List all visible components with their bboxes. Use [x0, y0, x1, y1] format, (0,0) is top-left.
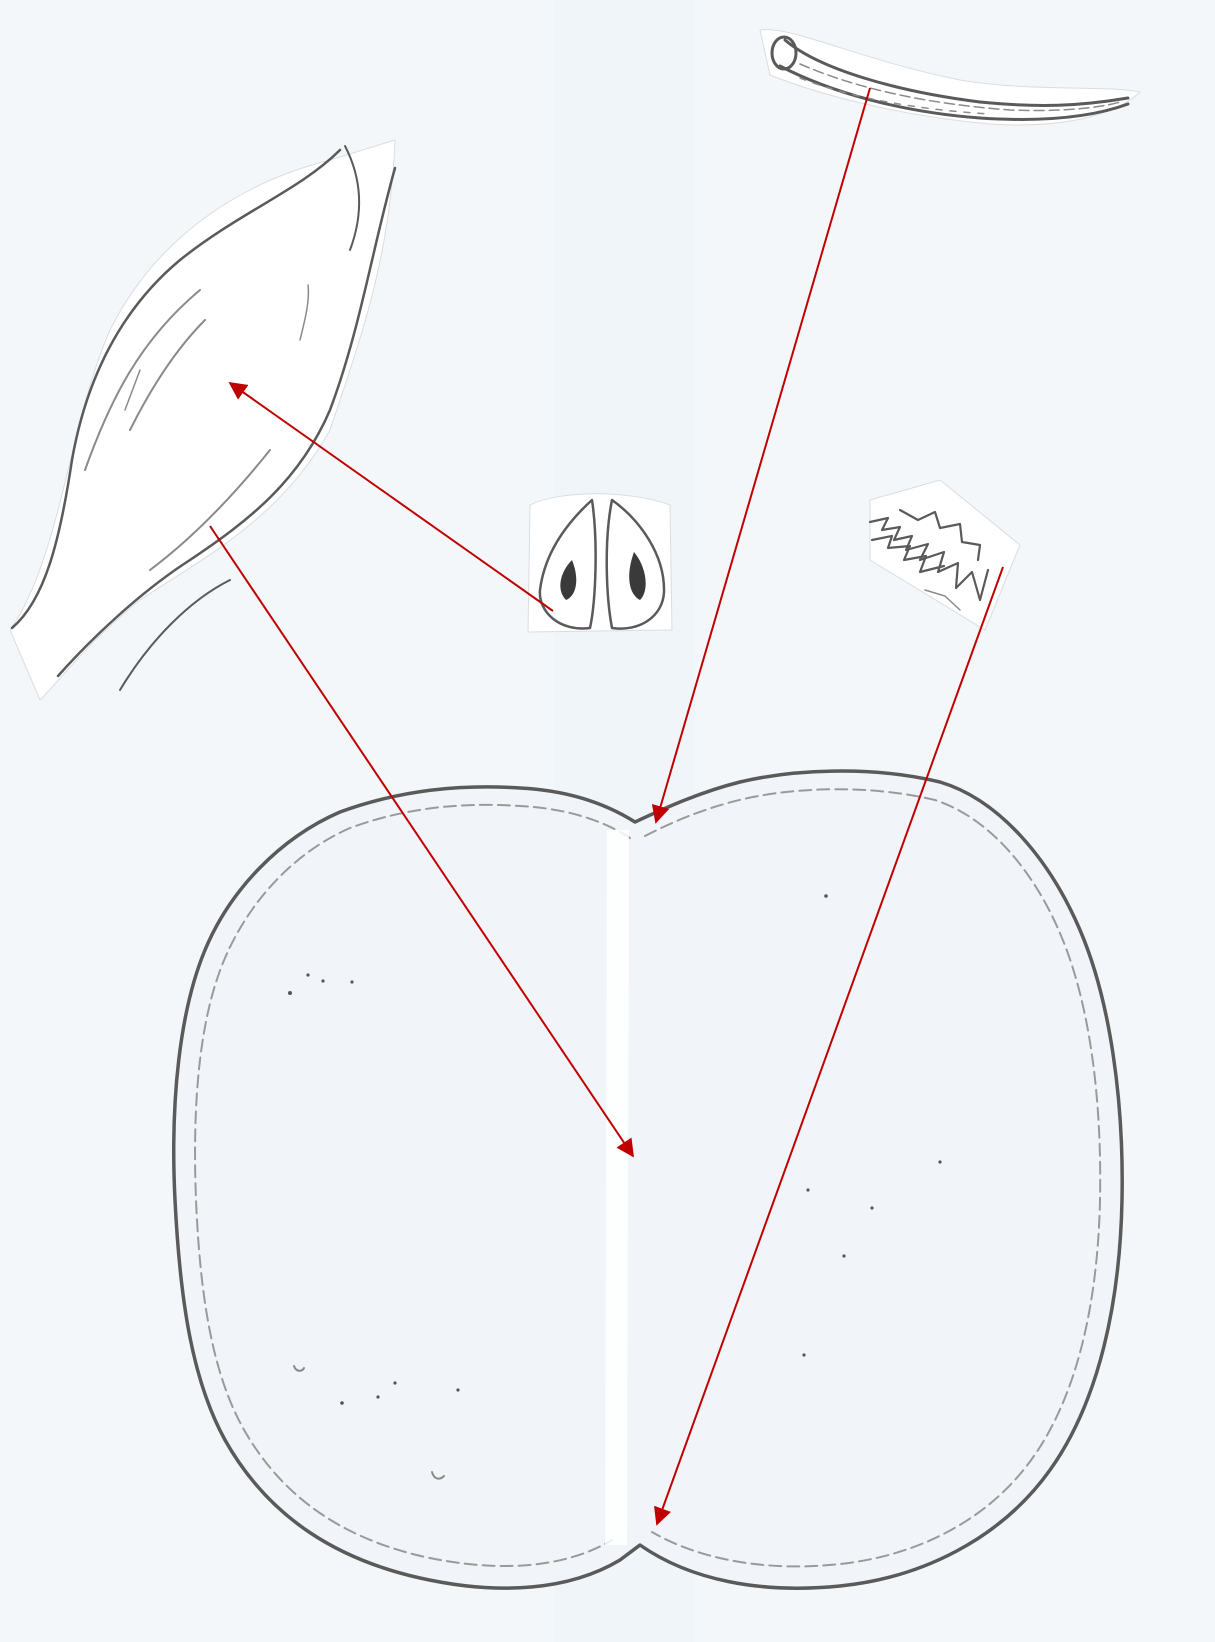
- apple-center-crease: [616, 830, 618, 1545]
- seeds-icon: [528, 494, 672, 632]
- apple-body-icon: [174, 771, 1122, 1588]
